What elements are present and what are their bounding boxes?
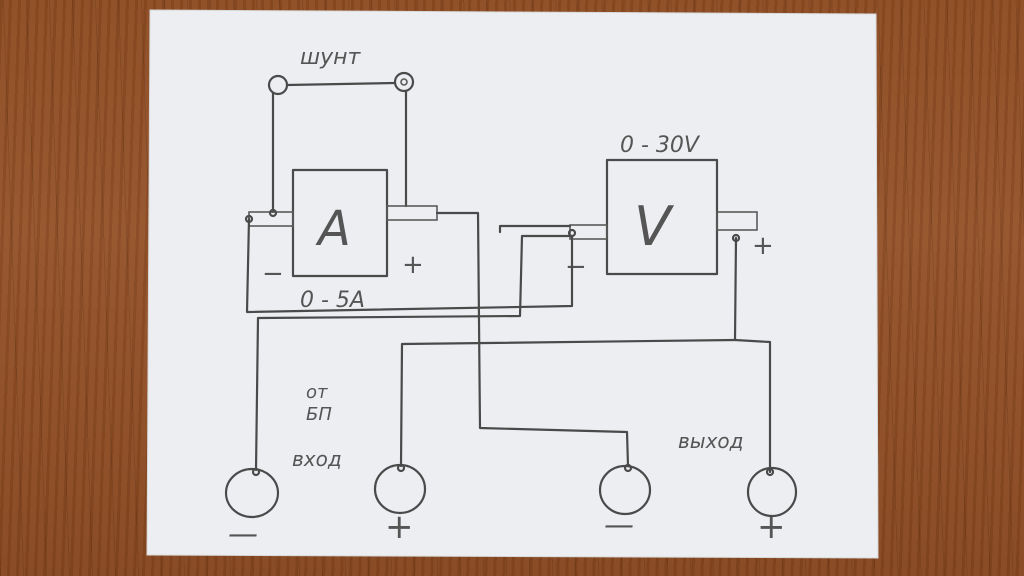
- ammeter-minus-sign: −: [262, 259, 284, 289]
- ammeter-range-label: 0 - 5A: [300, 288, 365, 313]
- output-plus-terminal: [746, 466, 798, 518]
- input-plus-terminal: [373, 463, 427, 515]
- output-minus-sign: —: [604, 508, 634, 543]
- voltmeter-minus-sign: −: [565, 252, 587, 282]
- paper-sheet: [146, 9, 879, 559]
- input-label: вход: [292, 447, 342, 471]
- ammeter-letter: A: [315, 201, 351, 257]
- input-minus-sign: —: [228, 517, 258, 552]
- source-label-line1: от: [306, 382, 328, 403]
- voltmeter-right-terminal: [716, 211, 758, 231]
- voltmeter-range-label: 0 - 30V: [620, 133, 701, 158]
- ammeter-plus-sign: +: [402, 250, 424, 280]
- output-minus-terminal: [598, 463, 652, 516]
- input-plus-sign: +: [385, 507, 414, 547]
- voltmeter-plus-sign: +: [752, 231, 774, 261]
- source-label-line2: БП: [306, 404, 332, 425]
- input-minus-terminal: [224, 467, 280, 519]
- voltmeter-letter: V: [634, 195, 675, 258]
- output-plus-sign: +: [757, 507, 786, 547]
- output-label: выход: [678, 429, 743, 453]
- shunt-resistor: [267, 71, 415, 96]
- shunt-label: шунт: [300, 45, 362, 70]
- circuit-wires: [245, 211, 772, 474]
